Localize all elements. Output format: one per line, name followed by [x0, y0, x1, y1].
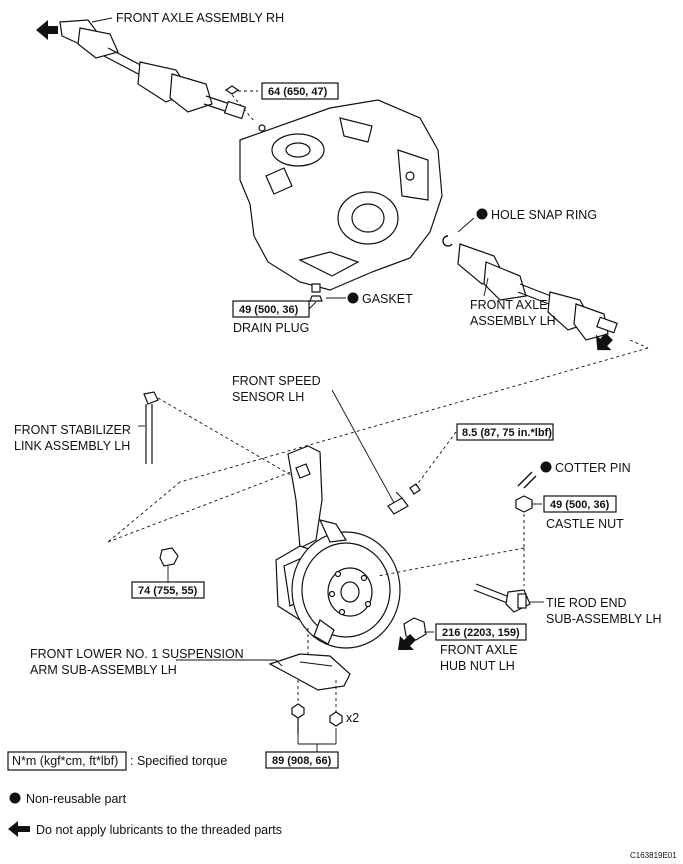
- lower-arm-bolt: [291, 703, 305, 719]
- tie-rod-end-illustration: [473, 583, 531, 613]
- axle-rh-bolt: [224, 85, 240, 95]
- lubricant-arrow-icon: [36, 20, 58, 40]
- lubricant-arrow-icon: [398, 634, 416, 650]
- label-qty-x2: x2: [346, 711, 359, 725]
- legend-torque-text: : Specified torque: [130, 754, 227, 768]
- speed-sensor-bolt: [409, 483, 421, 495]
- label-speed-sensor-1: FRONT SPEED: [232, 374, 321, 388]
- torque-box-stabilizer: [131, 581, 205, 599]
- label-hub-nut-1: FRONT AXLE: [440, 643, 518, 657]
- torque-hub-nut: 216 (2203, 159): [442, 627, 520, 639]
- torque-castle-nut: 49 (500, 36): [550, 499, 610, 511]
- legend-torque-box: [7, 751, 127, 771]
- legend-non-reusable: Non-reusable part: [26, 792, 127, 806]
- torque-lower-arm: 89 (908, 66): [272, 755, 332, 767]
- drain-plug: [311, 283, 321, 293]
- label-gasket: GASKET: [362, 292, 413, 306]
- label-front-axle-lh-2: ASSEMBLY LH: [470, 314, 556, 328]
- front-axle-rh-illustration: [36, 17, 247, 120]
- legend-torque-unit: N*m (kgf*cm, ft*lbf): [12, 754, 118, 768]
- torque-drain-plug: 49 (500, 36): [239, 304, 299, 316]
- stabilizer-link-illustration: [143, 391, 159, 464]
- label-lower-arm-2: ARM SUB-ASSEMBLY LH: [30, 663, 177, 677]
- steering-knuckle-illustration: [275, 445, 401, 649]
- label-tie-rod-1: TIE ROD END: [546, 596, 627, 610]
- castle-nut-part: [515, 495, 533, 513]
- torque-stabilizer-nut: 74 (755, 55): [138, 585, 198, 597]
- transaxle-housing-illustration: [239, 99, 443, 291]
- torque-box-castle-nut: [543, 495, 617, 513]
- figure-code: C163819E01: [630, 851, 677, 860]
- non-reusable-dot-icon: [476, 208, 488, 220]
- lower-arm-illustration: [268, 653, 351, 691]
- label-front-axle-lh-1: FRONT AXLE: [470, 298, 548, 312]
- label-cotter-pin: COTTER PIN: [555, 461, 631, 475]
- label-lower-arm-1: FRONT LOWER NO. 1 SUSPENSION: [30, 647, 244, 661]
- front-axle-lh-illustration: [457, 243, 618, 351]
- lower-arm-nut: [329, 711, 343, 727]
- non-reusable-dot-icon: [540, 461, 552, 473]
- torque-box-axle-rh: [261, 82, 339, 100]
- hole-snap-ring-part: [442, 235, 453, 247]
- label-hub-nut-2: HUB NUT LH: [440, 659, 515, 673]
- label-stabilizer-1: FRONT STABILIZER: [14, 423, 131, 437]
- lubricant-arrow-icon: [8, 821, 30, 837]
- label-hole-snap-ring: HOLE SNAP RING: [491, 208, 597, 222]
- cotter-pin-part: [517, 471, 533, 487]
- lubricant-arrow-icon: [595, 333, 613, 351]
- torque-axle-rh: 64 (650, 47): [268, 86, 328, 98]
- legend-no-lubricant: Do not apply lubricants to the threaded …: [36, 823, 282, 837]
- label-stabilizer-2: LINK ASSEMBLY LH: [14, 439, 130, 453]
- label-drain-plug: DRAIN PLUG: [233, 321, 309, 335]
- gasket-part: [309, 295, 323, 302]
- torque-box-hub-nut: [435, 623, 527, 641]
- stabilizer-nut: [159, 547, 179, 567]
- label-front-axle-rh: FRONT AXLE ASSEMBLY RH: [116, 11, 284, 25]
- label-castle-nut: CASTLE NUT: [546, 517, 624, 531]
- speed-sensor-part: [387, 497, 409, 515]
- torque-box-speed-sensor: [456, 423, 554, 441]
- label-speed-sensor-2: SENSOR LH: [232, 390, 304, 404]
- non-reusable-dot-icon: [9, 792, 21, 804]
- non-reusable-dot-icon: [347, 292, 359, 304]
- torque-speed-sensor: 8.5 (87, 75 in.*lbf): [462, 427, 552, 439]
- torque-box-lower-arm: [265, 751, 339, 769]
- label-tie-rod-2: SUB-ASSEMBLY LH: [546, 612, 662, 626]
